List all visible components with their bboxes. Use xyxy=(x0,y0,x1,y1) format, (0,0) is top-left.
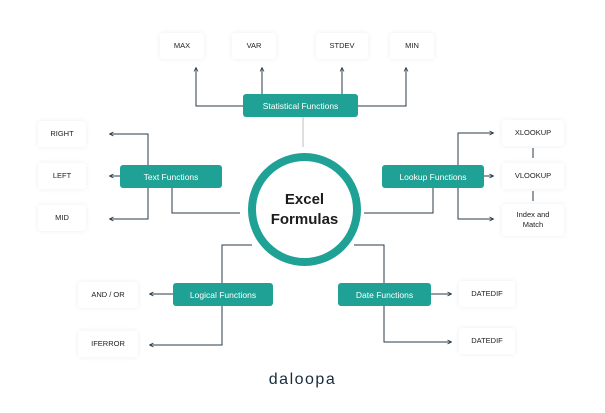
wire-date-2 xyxy=(383,306,451,342)
wire-stat-max xyxy=(196,68,243,107)
leaf-xlookup: XLOOKUP xyxy=(502,120,564,146)
wire-text-right xyxy=(110,134,149,165)
wire-stat-min xyxy=(358,68,406,107)
center-title-line2: Formulas xyxy=(270,210,339,228)
leaf-datedif-2: DATEDIF xyxy=(459,328,515,354)
leaf-datedif-1: DATEDIF xyxy=(459,281,515,307)
leaf-var: VAR xyxy=(232,33,276,59)
wire-logical-iferror xyxy=(150,306,223,345)
leaf-vlookup: VLOOKUP xyxy=(502,163,564,189)
wire-hub-date xyxy=(354,244,385,283)
statistical-functions-node: Statistical Functions xyxy=(243,94,358,117)
logical-functions-node: Logical Functions xyxy=(173,283,273,306)
leaf-and-or: AND / OR xyxy=(78,282,138,308)
wire-hub-logical xyxy=(221,244,252,283)
center-title-line1: Excel xyxy=(284,191,325,208)
center-node: Excel Formulas xyxy=(248,153,361,266)
leaf-max: MAX xyxy=(160,33,204,59)
leaf-right: RIGHT xyxy=(38,121,86,147)
leaf-left: LEFT xyxy=(38,163,86,189)
wire-text-mid xyxy=(110,188,149,219)
lookup-functions-node: Lookup Functions xyxy=(382,165,484,188)
leaf-iferror: IFERROR xyxy=(78,331,138,357)
wire-hub-lookup xyxy=(364,188,434,214)
leaf-index-match: Index and Match xyxy=(502,204,564,236)
wire-lookup-index xyxy=(457,188,493,219)
wire-hub-text xyxy=(171,188,240,214)
leaf-stdev: STDEV xyxy=(316,33,368,59)
brand-logo: daloopa xyxy=(268,371,337,388)
wire-lookup-xlookup xyxy=(457,133,493,165)
leaf-min: MIN xyxy=(390,33,434,59)
leaf-mid: MID xyxy=(38,205,86,231)
date-functions-node: Date Functions xyxy=(338,283,431,306)
text-functions-node: Text Functions xyxy=(120,165,222,188)
